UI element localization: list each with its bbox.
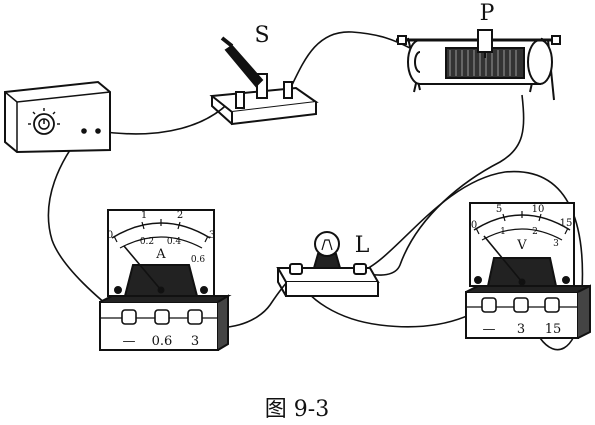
voltmeter-terminal-label-3: 3 xyxy=(517,322,525,337)
rheostat-slider xyxy=(477,29,493,53)
knob-icon xyxy=(28,108,60,135)
ammeter-symbol: A xyxy=(155,247,166,262)
voltmeter-inner-tick-1: 1 xyxy=(500,227,506,237)
rheostat-label: P xyxy=(480,1,495,26)
ammeter-inner-tick-0.4: 0.4 xyxy=(167,237,182,247)
voltmeter-tick-5: 5 xyxy=(496,204,502,215)
ammeter-terminal-label-3: 3 xyxy=(191,334,199,349)
lamp xyxy=(276,231,380,297)
power-terminal-icon xyxy=(81,128,101,134)
ammeter-terminal-label-neg: — xyxy=(123,334,136,349)
voltmeter-inner-tick-3: 3 xyxy=(553,239,559,249)
switch-label: S xyxy=(254,23,269,48)
ammeter-inner-tick-0.6: 0.6 xyxy=(191,255,206,265)
voltmeter-terminal-label-neg: — xyxy=(483,322,496,337)
wire-lamp-to-voltmeter-15 xyxy=(359,170,584,351)
ammeter-tick-0: 0 xyxy=(107,230,113,241)
figure-caption: 图 9-3 xyxy=(265,397,329,422)
switch-blade xyxy=(224,44,264,88)
voltmeter-symbol: V xyxy=(516,238,527,253)
voltmeter-tick-10: 10 xyxy=(532,204,545,215)
voltmeter-terminal-label-15: 15 xyxy=(545,322,562,337)
voltmeter-tick-0: 0 xyxy=(471,220,477,231)
switch-post-left xyxy=(235,91,245,109)
ammeter-tick-2: 2 xyxy=(177,210,183,221)
voltmeter-needle xyxy=(483,235,523,283)
ammeter-needle xyxy=(123,245,162,291)
wire-rheostat-to-voltmeter xyxy=(359,94,525,276)
voltmeter-terminal-icon xyxy=(481,297,560,313)
knife-switch xyxy=(209,36,319,126)
ammeter-terminal-label-0.6: 0.6 xyxy=(152,334,173,349)
ammeter-inner-tick-0.2: 0.2 xyxy=(140,237,154,247)
ammeter-terminal-icon xyxy=(121,309,203,325)
power-supply xyxy=(4,80,111,154)
ammeter-tick-3: 3 xyxy=(209,230,215,241)
voltmeter xyxy=(465,202,591,339)
ammeter xyxy=(99,209,232,351)
rheostat xyxy=(396,29,561,101)
voltmeter-inner-tick-2: 2 xyxy=(532,227,538,237)
switch-post-right xyxy=(283,81,293,99)
voltmeter-tick-15: 15 xyxy=(560,218,573,229)
wire-power-to-ammeter xyxy=(47,130,129,323)
lamp-bulb-icon xyxy=(314,231,340,257)
lamp-label: L xyxy=(355,233,370,258)
wire-switch-to-rheostat xyxy=(291,31,411,86)
ammeter-tick-1: 1 xyxy=(141,210,147,221)
